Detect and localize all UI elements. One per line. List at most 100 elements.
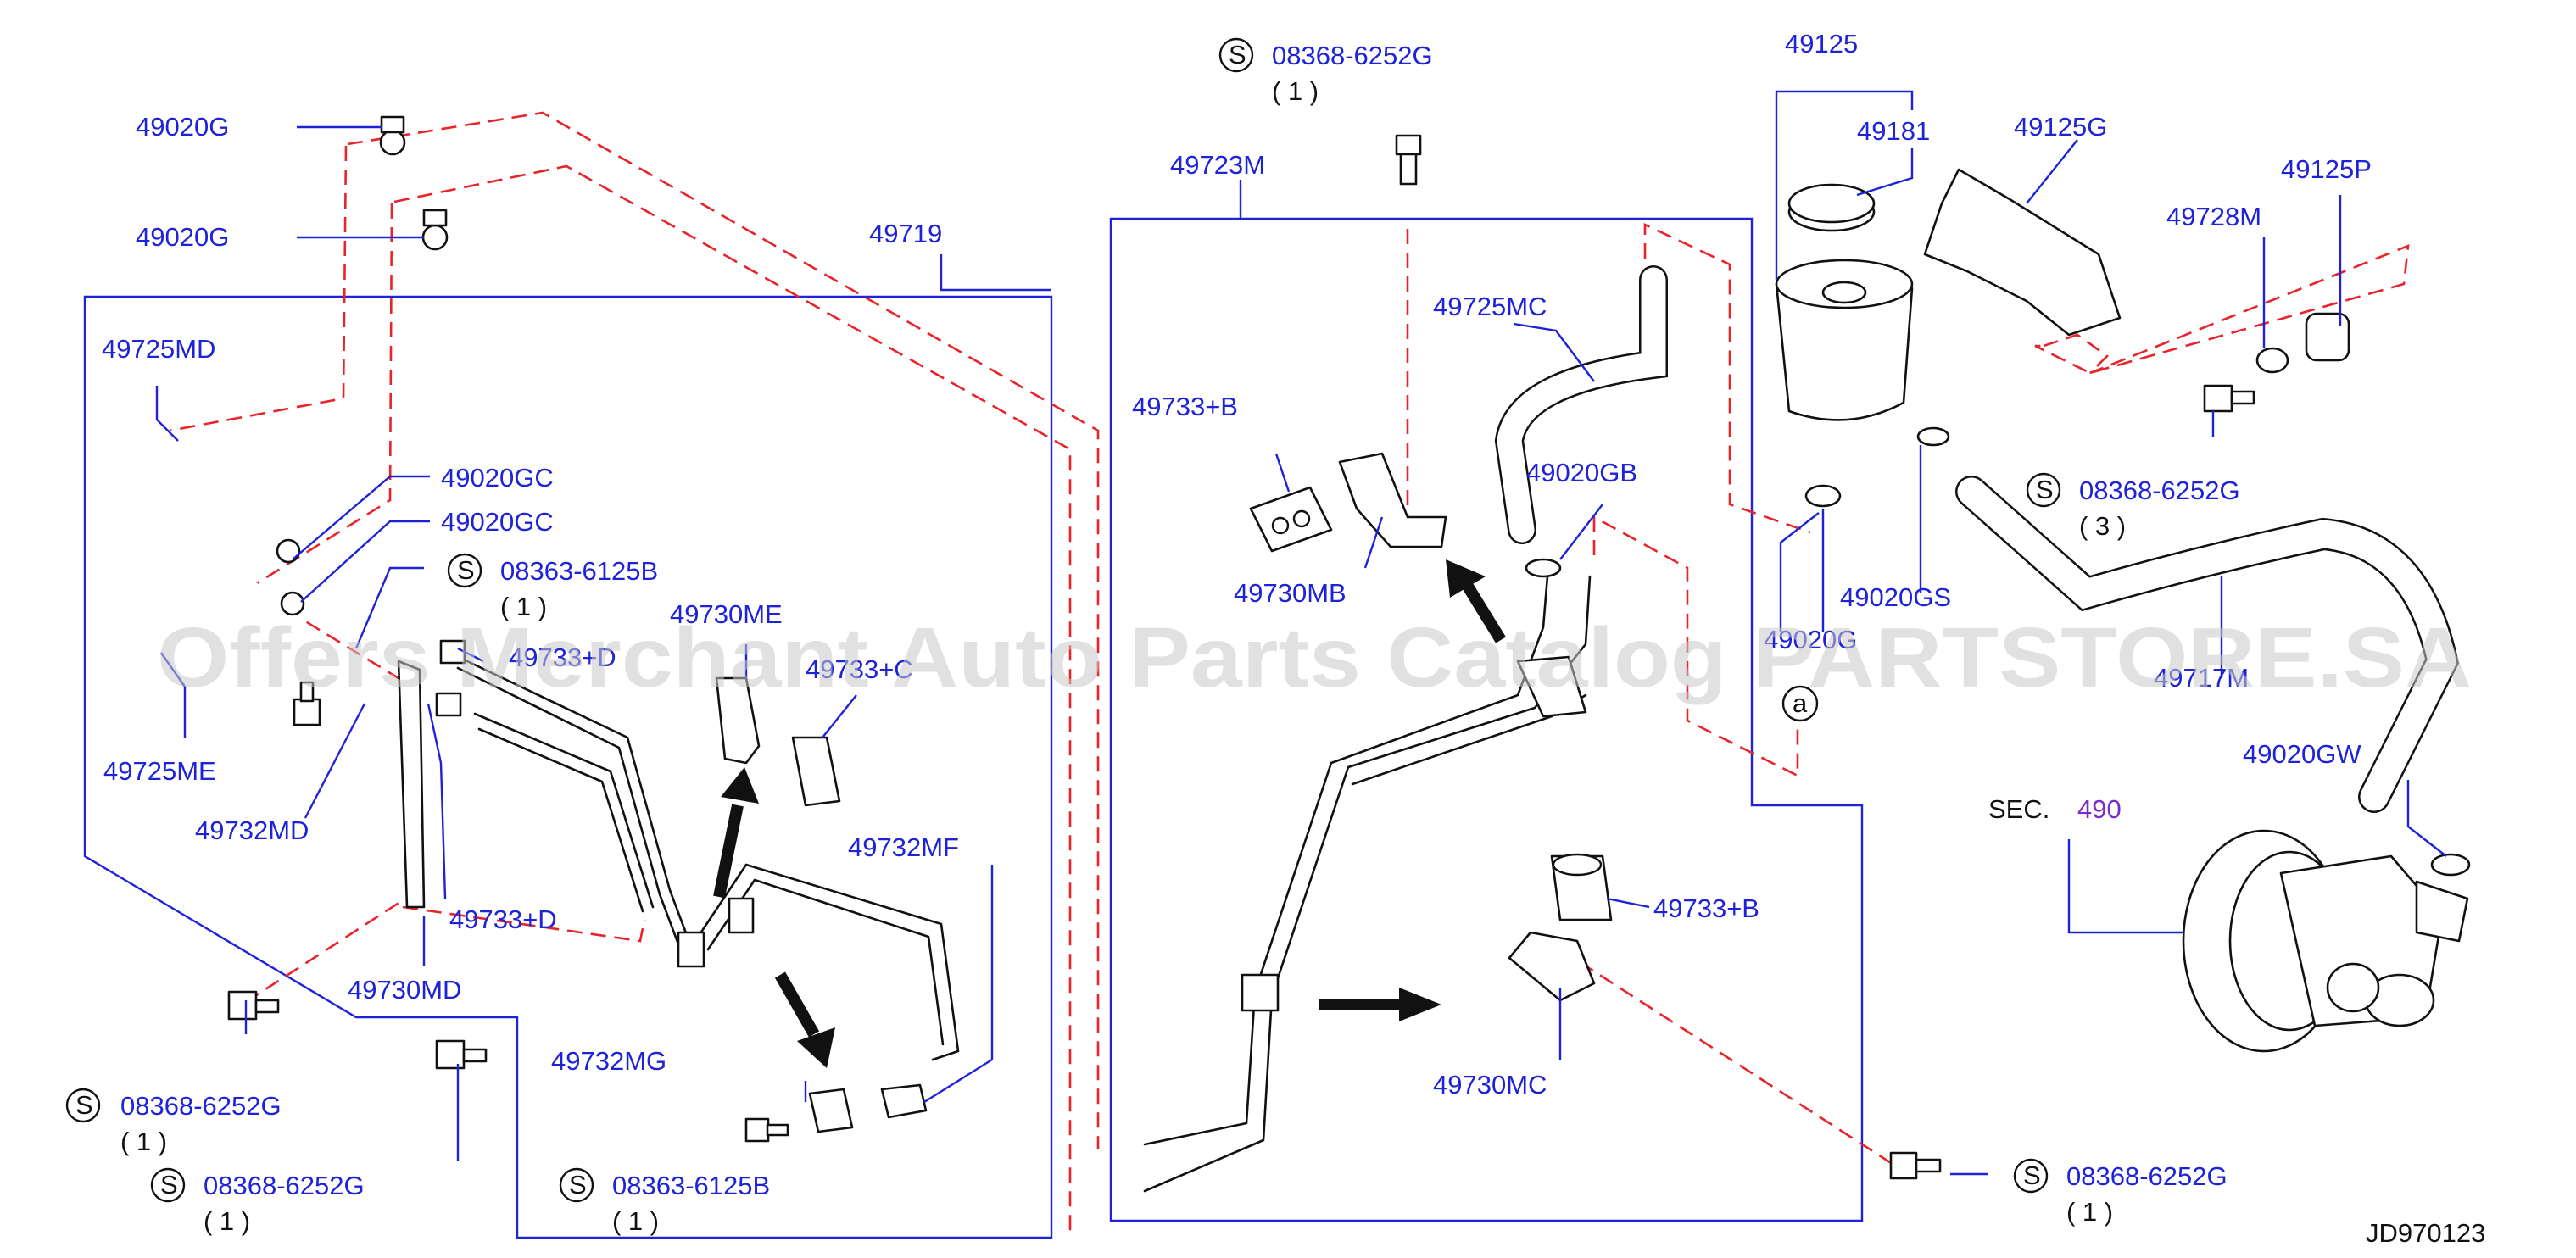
bolt-08363-6125B-left (293, 681, 321, 726)
fastener-callout-top: S 08368-6252G ( 1 ) (1218, 37, 1433, 106)
bolt-08368-6252G-b (435, 1039, 488, 1070)
hose-49717M (1955, 476, 2459, 813)
fastener-callout-right-lower: S 08368-6252G ( 1 ) (2013, 1158, 2228, 1227)
arrow-up-right (1446, 559, 1506, 643)
label-49020GC-upper: 49020GC (441, 463, 554, 493)
fastener-callout-bottom-left-b: S 08368-6252G ( 1 ) (150, 1167, 365, 1236)
assembly-box-49719 (83, 295, 1053, 1239)
bolt-08368-6252G-top (1395, 134, 1422, 186)
svg-text:( 1 ): ( 1 ) (1272, 76, 1319, 106)
label-49020G-right: 49020G (1764, 625, 1857, 654)
label-49020GS: 49020GS (1840, 582, 1951, 612)
fastener-callout-bottom-left-a: S 08368-6252G ( 1 ) (65, 1088, 282, 1156)
svg-text:( 1 ): ( 1 ) (2066, 1197, 2113, 1227)
svg-text:S: S (2036, 475, 2054, 504)
label-49728M: 49728M (2166, 202, 2261, 231)
label-49730MD: 49730MD (348, 975, 461, 1005)
label-49125P: 49125P (2281, 154, 2372, 184)
svg-text:S: S (457, 555, 475, 585)
bracket-49730MC (1508, 931, 1596, 1002)
svg-text:S: S (1229, 40, 1246, 70)
svg-text:S: S (2023, 1161, 2041, 1190)
svg-text:08368-6252G: 08368-6252G (120, 1091, 282, 1121)
s-symbol-icon (65, 1088, 101, 1123)
bolt-08368-6252G-a (227, 990, 280, 1021)
reservoir-cap-49181 (1787, 183, 1876, 232)
s-symbol-icon (1218, 37, 1254, 73)
pipe-assembly-49719 (435, 639, 960, 1061)
grommet-49733B-upper (1249, 486, 1333, 553)
sec-label: SEC. (1988, 794, 2049, 824)
arrow-down (774, 971, 835, 1068)
reservoir-tank-49125 (1775, 259, 1914, 421)
clip-49020GS (1916, 426, 1950, 447)
label-49020G-upper: 49020G (136, 112, 229, 142)
svg-text:( 1 ): ( 1 ) (500, 592, 547, 621)
label-49725ME: 49725ME (103, 756, 216, 786)
clip-49020GC-upper (276, 538, 301, 564)
grommet-49733B-lower (1550, 853, 1613, 921)
s-symbol-icon (2026, 472, 2061, 508)
clip-49020GB (1525, 558, 1562, 578)
fastener-callout-mid-left: S 08363-6125B ( 1 ) (447, 553, 658, 621)
label-49732MF: 49732MF (848, 832, 959, 862)
label-49020GC-lower: 49020GC (441, 507, 554, 537)
svg-text:08368-6252G: 08368-6252G (2079, 476, 2240, 505)
svg-text:( 1 ): ( 1 ) (120, 1127, 167, 1156)
label-49730MB: 49730MB (1234, 578, 1347, 608)
bracket-49125G (1923, 168, 2122, 337)
label-49733D-lower: 49733+D (449, 905, 557, 934)
label-49725MC: 49725MC (1433, 292, 1547, 321)
figure-code: JD970123 (2366, 1218, 2485, 1248)
bracket-49730ME (715, 676, 761, 765)
svg-text:( 1 ): ( 1 ) (612, 1206, 659, 1236)
clip-49020GC-lower (280, 591, 305, 616)
label-49733B-lower: 49733+B (1653, 893, 1759, 923)
sec-reference-link[interactable]: 490 (2077, 794, 2122, 824)
svg-text:S: S (160, 1170, 178, 1200)
fastener-callout-bottom-mid: S 08363-6125B ( 1 ) (559, 1167, 770, 1236)
watermark: Offers Merchant Auto Parts Catalog PARTS… (157, 610, 2472, 705)
svg-text:S: S (75, 1090, 93, 1120)
bolt-08368-6252G-res (2203, 384, 2255, 413)
bracket-49732MD (397, 660, 426, 909)
svg-text:08368-6252G: 08368-6252G (204, 1171, 365, 1200)
svg-text:08368-6252G: 08368-6252G (2066, 1161, 2228, 1191)
clip-49020GW (2430, 853, 2471, 877)
label-49020GB: 49020GB (1526, 458, 1637, 487)
label-49020GW: 49020GW (2243, 739, 2361, 769)
clip-49020G-lower (421, 209, 449, 251)
label-49719: 49719 (869, 219, 942, 248)
label-49125G: 49125G (2014, 112, 2107, 142)
bracket-49730MB (1338, 452, 1447, 548)
svg-text:08368-6252G: 08368-6252G (1272, 41, 1433, 70)
arrow-right (1319, 988, 1441, 1021)
s-symbol-icon (150, 1167, 186, 1203)
bolt-08368-6252G-right (1889, 1151, 1942, 1180)
connection-dashed-lines (169, 111, 2410, 1236)
svg-text:08363-6125B: 08363-6125B (612, 1171, 770, 1200)
svg-text:S: S (569, 1170, 587, 1200)
s-symbol-icon (447, 553, 482, 588)
label-49181: 49181 (1857, 116, 1930, 146)
bushing-49125P (2305, 312, 2350, 362)
s-symbol-icon (559, 1167, 594, 1203)
label-49733B-upper: 49733+B (1132, 392, 1238, 421)
grommet-49733C (791, 736, 841, 807)
label-49717M: 49717M (2154, 663, 2249, 693)
hose-49725MC (1494, 265, 1668, 544)
label-49723M: 49723M (1170, 150, 1265, 180)
svg-text:08363-6125B: 08363-6125B (500, 556, 658, 586)
label-49730MC: 49730MC (1433, 1070, 1547, 1099)
arrow-up-left (713, 767, 759, 899)
fastener-callout-right-upper: S 08368-6252G ( 3 ) (2026, 472, 2240, 541)
hose-49725MD (126, 413, 265, 530)
clamp-49732MF (880, 1083, 928, 1119)
bolt-08363-6125B-bottom (744, 1117, 789, 1143)
label-49020G-lower: 49020G (136, 222, 229, 252)
leader-lines (155, 90, 2447, 1176)
clamp-49732MG (808, 1088, 854, 1133)
label-49725MD: 49725MD (102, 334, 215, 364)
hose-49725ME (129, 506, 308, 621)
